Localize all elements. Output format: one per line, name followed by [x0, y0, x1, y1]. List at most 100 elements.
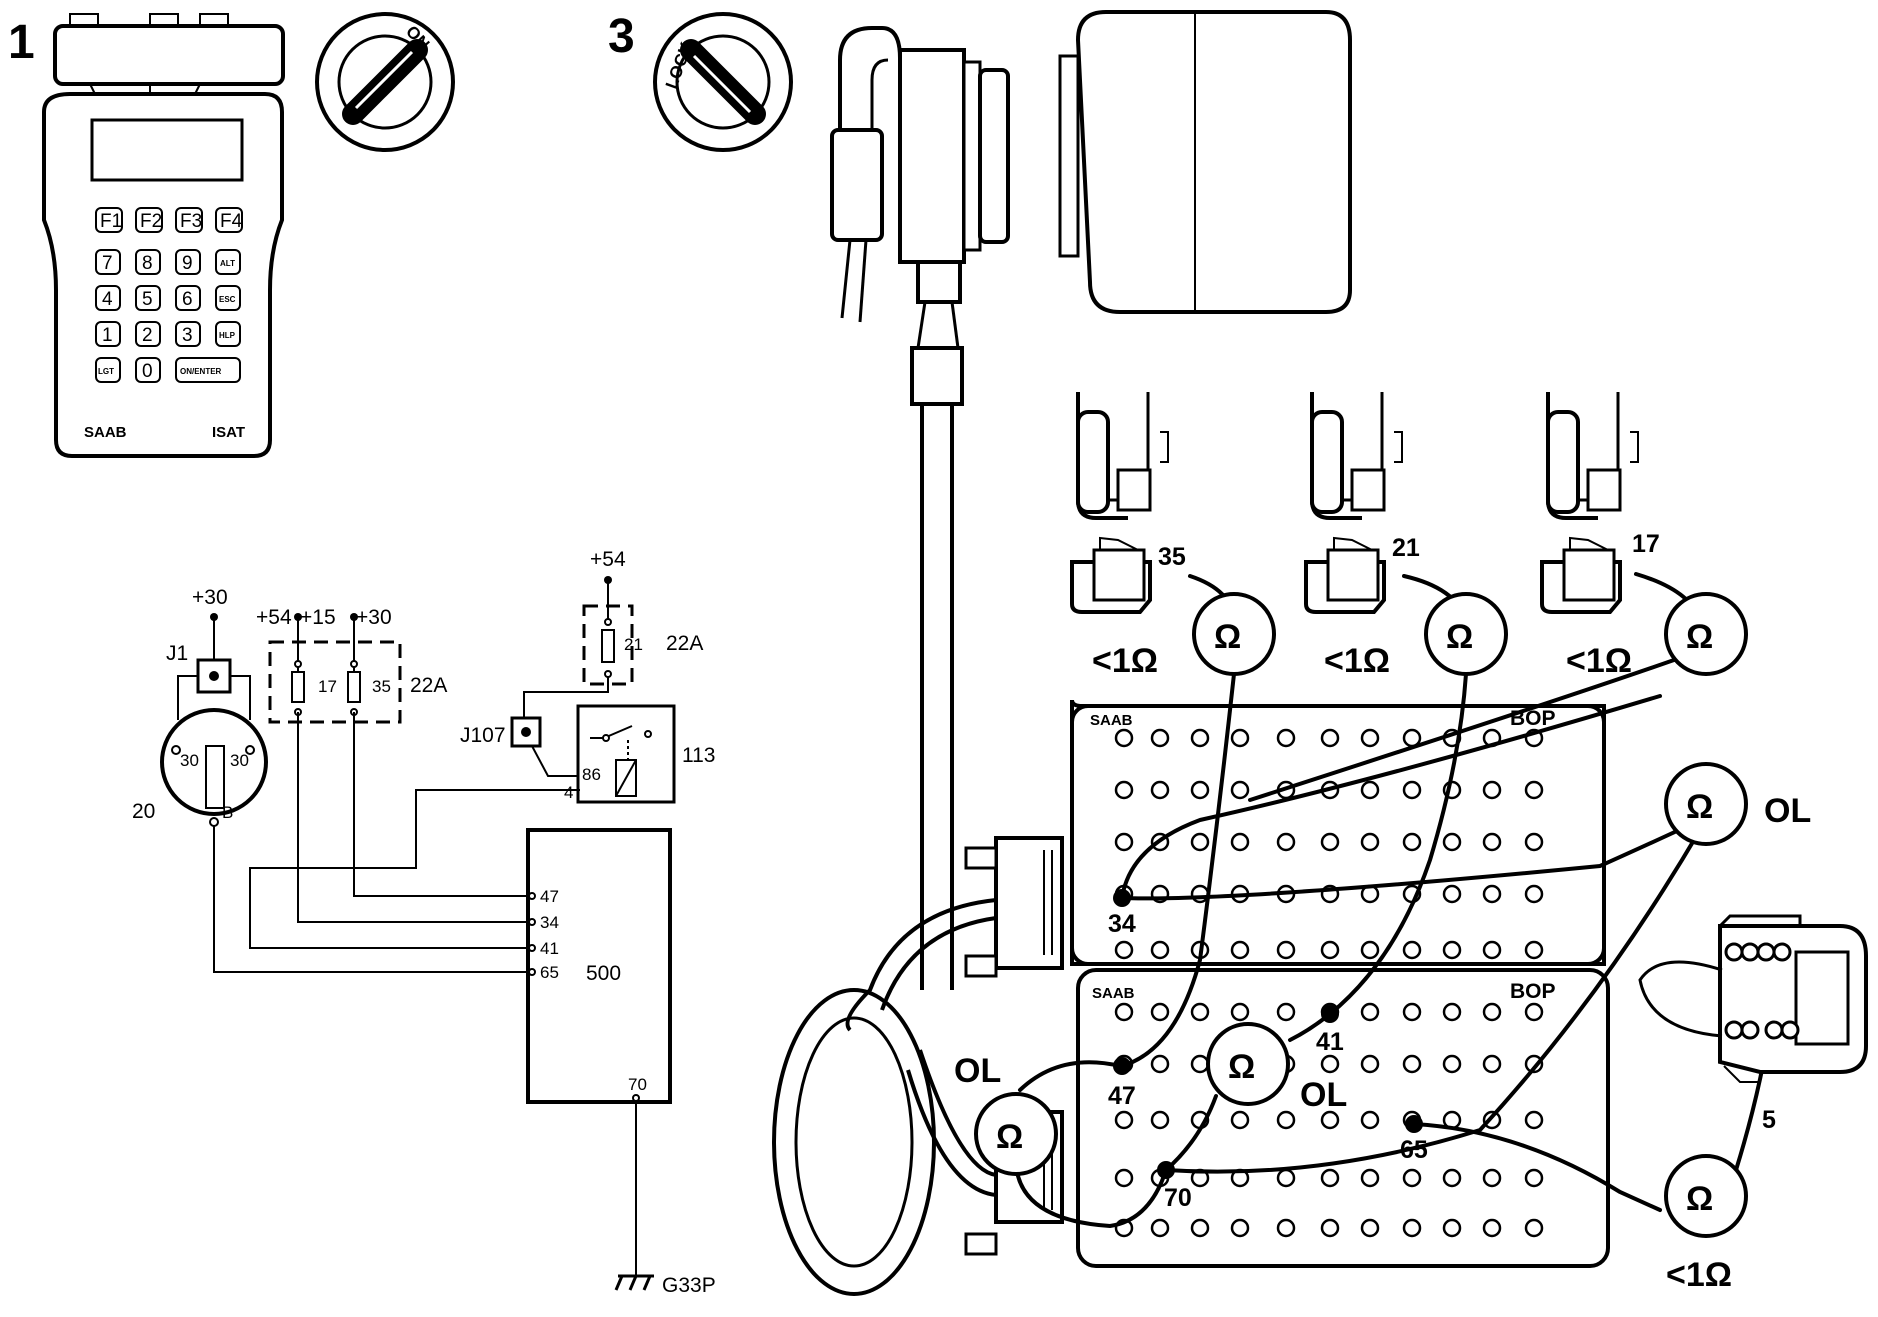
label-pinb: B	[222, 803, 233, 822]
component-connector	[1638, 914, 1868, 1083]
label-ground-g33p: G33P	[662, 1274, 716, 1297]
key-3: 3	[182, 325, 193, 346]
isat-keypad: F1 F2 F3 F4 7 8 9 ALT 4 5 6 ESC	[95, 207, 243, 383]
pin-dot-65	[1405, 1115, 1423, 1133]
fuse-21	[601, 629, 615, 663]
key-5: 5	[142, 289, 153, 310]
reading-ol-middle: OL	[1300, 1076, 1347, 1114]
label-pin30a: 30	[180, 751, 199, 770]
key-alt: ALT	[220, 259, 235, 268]
pin-dot-47	[1113, 1057, 1131, 1075]
label-pin86: 86	[582, 765, 601, 784]
ohmmeter-probe-ol-right: Ω	[1664, 762, 1748, 846]
key-esc: ESC	[219, 295, 236, 304]
pin-dot-70	[1157, 1161, 1175, 1179]
isat-tester: F1 F2 F3 F4 7 8 9 ALT 4 5 6 ESC	[42, 13, 285, 458]
reading-ol-right: OL	[1764, 792, 1811, 830]
key-hlp: HLP	[219, 331, 236, 340]
bop-pin-47: 47	[1108, 1082, 1136, 1110]
fuse-base-35	[1070, 536, 1152, 614]
bop-lower-brand: SAAB	[1092, 985, 1135, 1002]
key-lgt: LGT	[98, 367, 114, 376]
ohm-symbol: Ω	[1214, 618, 1241, 656]
bop-lower-code: BOP	[1510, 980, 1556, 1003]
key-2: 2	[142, 325, 153, 346]
key-1: 1	[102, 325, 113, 346]
fuse-label-35: 35	[1158, 543, 1186, 571]
ohmmeter-probe-21: Ω	[1424, 592, 1508, 676]
bop-pin-41: 41	[1316, 1028, 1344, 1056]
fuse-holder-right	[1546, 392, 1639, 520]
fuse-35	[347, 671, 361, 703]
ignition-switch-on: ON	[315, 12, 455, 152]
reading-lt1-bottom: <1Ω	[1666, 1256, 1732, 1294]
fuse-17	[291, 671, 305, 703]
reading-lt1-35: <1Ω	[1092, 642, 1158, 680]
ecu-500	[526, 828, 672, 1104]
label-fuse-21: 21	[624, 635, 643, 654]
label-pin4: 4	[564, 783, 573, 802]
label-pin65: 65	[540, 963, 559, 982]
label-ecu-500: 500	[586, 962, 621, 985]
supply-j1-plus30: +30	[192, 586, 228, 609]
isat-display	[90, 118, 244, 182]
reading-lt1-17: <1Ω	[1566, 642, 1632, 680]
wiring-schematic: +30 J1 20 30 30 B +54 +15 +30 17 35 22A …	[132, 548, 716, 1297]
key-on-enter: ON/ENTER	[180, 367, 222, 376]
connector-pin-5: 5	[1762, 1106, 1776, 1134]
bop-pin-70: 70	[1164, 1184, 1192, 1212]
isat-brand-logo: SAAB	[84, 424, 127, 441]
key-f3: F3	[180, 211, 202, 232]
ohm-symbol: Ω	[1446, 618, 1473, 656]
label-fuse-35: 35	[372, 677, 391, 696]
cable-plug	[830, 10, 1352, 406]
key-4: 4	[102, 289, 113, 310]
supply-plus54-relay: +54	[590, 548, 626, 571]
label-pin47: 47	[540, 887, 559, 906]
key-f1: F1	[100, 211, 122, 232]
label-fuse-17: 17	[318, 677, 337, 696]
fuse-label-17: 17	[1632, 530, 1660, 558]
key-6: 6	[182, 289, 193, 310]
label-component-20: 20	[132, 800, 155, 823]
fuse-box-22a-left	[268, 640, 402, 724]
reading-ol-left: OL	[954, 1052, 1001, 1090]
label-fusebox-22a-right: 22A	[666, 632, 703, 655]
ohmmeter-probe-17: Ω	[1664, 592, 1748, 676]
bop-pin-65: 65	[1400, 1136, 1428, 1164]
breakout-box-lower	[1076, 968, 1610, 1268]
ohmmeter-probe-ol-middle: Ω	[1206, 1022, 1290, 1106]
label-pin34: 34	[540, 913, 559, 932]
fuse-base-17	[1540, 536, 1622, 614]
key-f2: F2	[140, 211, 162, 232]
ohmmeter-probe-35: Ω	[1192, 592, 1276, 676]
supply-plus54: +54	[256, 606, 292, 629]
fuse-holder-left	[1076, 392, 1169, 520]
bop-upper-brand: SAAB	[1090, 712, 1133, 729]
fuse-base-21	[1304, 536, 1386, 614]
key-8: 8	[142, 253, 153, 274]
looped-cable	[772, 898, 997, 1296]
label-relay-113: 113	[682, 744, 715, 767]
key-f4: F4	[220, 211, 243, 232]
supply-plus30: +30	[356, 606, 392, 629]
label-pin30b: 30	[230, 751, 249, 770]
bop-upper-code: BOP	[1510, 707, 1556, 730]
label-pin41: 41	[540, 939, 559, 958]
fuse-label-21: 21	[1392, 534, 1420, 562]
key-9: 9	[182, 253, 193, 274]
label-j1: J1	[166, 642, 188, 665]
fuse-holder-middle	[1310, 392, 1403, 520]
step-number-3: 3	[608, 10, 635, 63]
ohm-symbol: Ω	[996, 1118, 1023, 1156]
supply-plus15: +15	[300, 606, 336, 629]
pin-dot-41	[1321, 1005, 1339, 1023]
pin-dot-34	[1113, 889, 1131, 907]
fuse-box-22a-right	[582, 604, 634, 686]
ohm-symbol: Ω	[1686, 788, 1713, 826]
label-j107: J107	[460, 724, 506, 747]
isat-model-label: ISAT	[212, 424, 245, 441]
label-pin70: 70	[628, 1075, 647, 1094]
